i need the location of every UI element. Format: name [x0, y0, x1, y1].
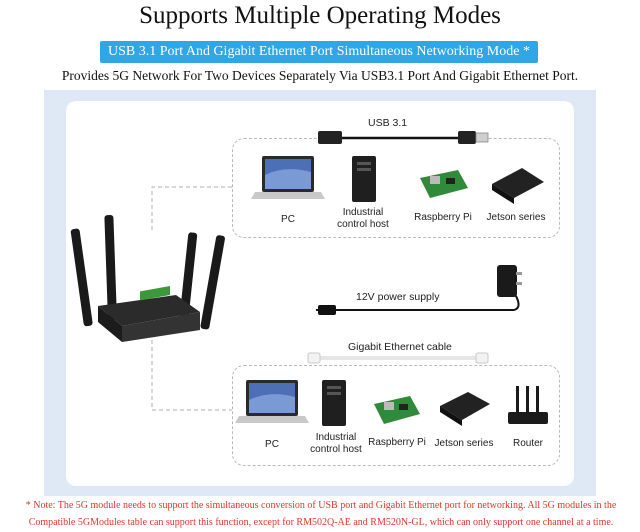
- device-label-jetson: Jetson series: [434, 438, 494, 449]
- raspberry-pi-icon: [374, 396, 420, 424]
- compatibility-note: * Note: The 5G module needs to support t…: [25, 500, 617, 528]
- device-label-industrial: Industrial control host: [310, 432, 362, 455]
- device-label-raspberry-pi: Raspberry Pi: [368, 437, 426, 448]
- raspberry-pi-icon: [420, 170, 468, 198]
- device-label-industrial: Industrial control host: [337, 207, 389, 230]
- device-label-jetson: Jetson series: [486, 212, 546, 223]
- industrial-host-icon: [322, 380, 346, 426]
- device-label-raspberry-pi: Raspberry Pi: [414, 212, 472, 223]
- ethernet-device-group: [232, 365, 560, 466]
- device-label-router: Router: [512, 438, 543, 449]
- industrial-host-icon: [352, 156, 376, 202]
- device-label-pc: PC: [281, 214, 295, 225]
- usb-cable-icon: [318, 131, 489, 144]
- pc-icon: [251, 156, 325, 199]
- device-label-pc: PC: [265, 439, 279, 450]
- mode-banner: USB 3.1 Port And Gigabit Ethernet Port S…: [100, 41, 538, 63]
- router-device-icon: [70, 214, 225, 342]
- subtitle: Provides 5G Network For Two Devices Sepa…: [61, 68, 579, 83]
- power-cable-label: 12V power supply: [356, 291, 440, 303]
- usb-cable-label: USB 3.1: [368, 117, 408, 129]
- page-title: Supports Multiple Operating Modes: [139, 2, 501, 29]
- ethernet-cable-icon: [307, 352, 489, 364]
- router-icon: [508, 386, 548, 424]
- ethernet-cable-label: Gigabit Ethernet cable: [348, 341, 452, 353]
- jetson-icon: [492, 168, 544, 204]
- power-cable-icon: [316, 265, 522, 315]
- pc-icon: [235, 380, 309, 423]
- connector-lines: [151, 186, 232, 411]
- jetson-icon: [440, 392, 490, 426]
